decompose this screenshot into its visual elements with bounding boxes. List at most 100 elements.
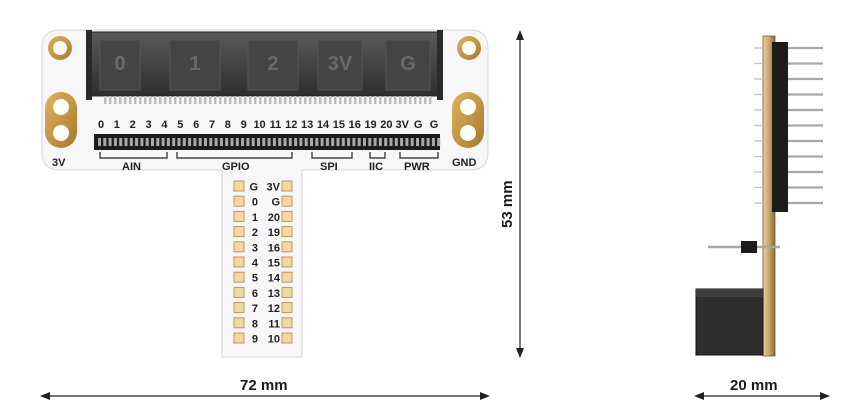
edge-tooth <box>374 96 377 104</box>
stem-pad-left <box>233 332 245 344</box>
top-pin-number: 1 <box>114 119 120 131</box>
edge-tooth <box>279 96 282 104</box>
top-pin-number: 4 <box>161 119 168 131</box>
top-pin-number: 5 <box>177 119 183 131</box>
edge-tooth <box>354 96 357 104</box>
header-pin <box>384 138 388 146</box>
edge-tooth <box>304 96 307 104</box>
edge-tooth <box>399 96 402 104</box>
edge-tooth <box>164 96 167 104</box>
stem-pad-right <box>281 286 293 298</box>
header-pin <box>357 138 361 146</box>
stem-pad-right <box>281 195 293 207</box>
stem-label-left: G <box>249 182 258 194</box>
edge-tooth <box>199 96 202 104</box>
header-pin <box>394 138 398 146</box>
edge-tooth <box>414 96 417 104</box>
stem-pad-left <box>233 195 245 207</box>
top-pin-number: 10 <box>253 119 265 131</box>
header-pin <box>267 138 271 146</box>
stem-pad-right <box>281 302 293 314</box>
header-pin <box>262 138 266 146</box>
edge-tooth <box>114 96 117 104</box>
header-pin <box>204 138 207 146</box>
stem-pad-left <box>233 317 245 329</box>
top-pin-number: 2 <box>130 119 136 131</box>
stem-label-left: 6 <box>252 288 258 300</box>
edge-tooth <box>159 96 162 104</box>
edge-pad <box>317 39 363 91</box>
top-pin-number: 3V <box>396 119 410 131</box>
header-pin <box>119 138 123 146</box>
depth-label: 20 mm <box>730 377 778 394</box>
edge-tooth <box>419 96 422 104</box>
header-pin <box>161 138 165 146</box>
edge-tooth <box>274 96 277 104</box>
height-dimension <box>516 30 524 358</box>
stem-pad-left <box>233 256 245 268</box>
stem-pad-left <box>233 210 245 222</box>
header-pin <box>410 138 414 146</box>
group-label-spi: SPI <box>320 161 338 173</box>
edge-tooth <box>404 96 407 104</box>
edge-tooth <box>429 96 432 104</box>
edge-tooth <box>129 96 132 104</box>
stem-pad-right <box>281 241 293 253</box>
edge-pad-label: 0 <box>114 53 125 75</box>
edge-tooth <box>214 96 217 104</box>
top-pin-number: 11 <box>270 119 282 131</box>
stem-label-left: 2 <box>252 227 258 239</box>
stem-label-right: 15 <box>268 258 280 270</box>
stem-label-right: 20 <box>268 212 280 224</box>
stem-pad-right <box>281 226 293 238</box>
edge-tooth <box>259 96 262 104</box>
edge-tooth <box>144 96 147 104</box>
header-pin <box>426 138 430 146</box>
stem-pad-right <box>281 210 293 222</box>
header-pin <box>225 138 229 146</box>
top-pin-number: G <box>414 119 423 131</box>
stem-pad-left <box>233 241 245 253</box>
header-pin <box>294 138 298 146</box>
header-pin <box>140 138 144 146</box>
edge-tooth <box>364 96 367 104</box>
header-pin <box>363 138 366 146</box>
edge-tooth <box>339 96 342 104</box>
stem-pad-left <box>233 271 245 283</box>
edge-tooth <box>179 96 182 104</box>
edge-tooth <box>174 96 177 104</box>
header-pin <box>124 138 128 146</box>
header-pin <box>166 138 170 146</box>
edge-tooth <box>369 96 372 104</box>
edge-tooth <box>209 96 212 104</box>
edge-tooth <box>384 96 387 104</box>
edge-tooth <box>334 96 337 104</box>
edge-tooth <box>124 96 127 104</box>
mount-holes <box>45 36 484 148</box>
header-pin <box>108 138 112 146</box>
header-pin <box>347 138 351 146</box>
header-pin <box>368 138 372 146</box>
edge-tooth <box>224 96 227 104</box>
header-pin <box>416 138 419 146</box>
header-pin <box>182 138 186 146</box>
group-label-ain: AIN <box>122 161 141 173</box>
header-pin <box>325 138 329 146</box>
header-pin <box>373 138 377 146</box>
edge-tooth <box>309 96 312 104</box>
edge-tooth <box>264 96 267 104</box>
edge-tooth <box>284 96 287 104</box>
stem-label-right: 12 <box>268 303 280 315</box>
stem-label-right: 14 <box>268 273 281 285</box>
edge-tooth <box>134 96 137 104</box>
stem-pad-left <box>233 302 245 314</box>
stem-label-left: 7 <box>252 303 258 315</box>
header-pin <box>235 138 239 146</box>
header-pin <box>341 138 345 146</box>
stem-pad-left <box>233 226 245 238</box>
header-pin <box>288 138 292 146</box>
edge-tooth <box>234 96 237 104</box>
top-pin-number: 16 <box>349 119 361 131</box>
